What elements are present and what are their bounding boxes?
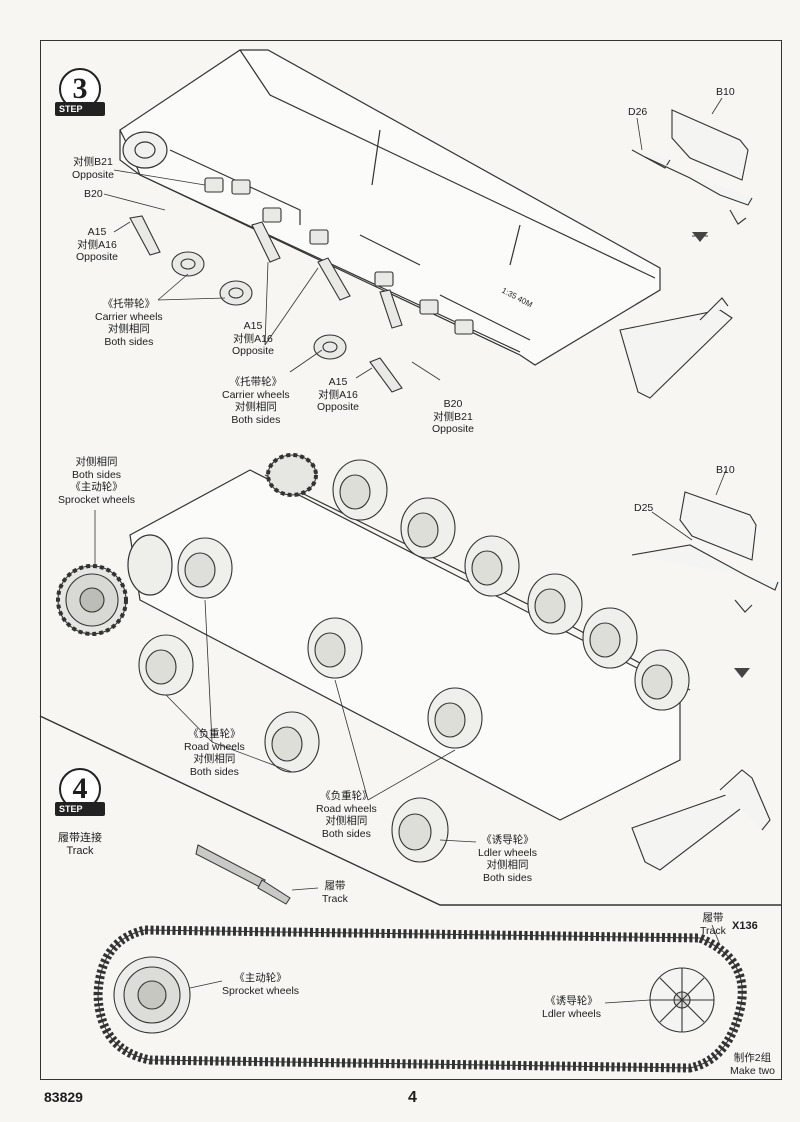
label-zh: 对侧相同 (325, 815, 368, 827)
label-en: Track (66, 844, 94, 857)
step-number: 3 (72, 72, 88, 105)
label-b20-top: B20 (84, 188, 103, 201)
step-label: STEP (55, 802, 105, 816)
label-code: D26 (628, 106, 648, 118)
label-d26: D26 (628, 106, 647, 119)
label-en: Both sides (482, 871, 532, 884)
label-zh: 对侧A16 (318, 388, 358, 401)
label-zh: 对侧相同 (486, 859, 529, 871)
label-code: X136 (732, 920, 758, 932)
label-track-count: X136 (732, 920, 758, 933)
label-b10-lower: B10 (716, 464, 735, 477)
label-en: Sprocket wheels (222, 984, 300, 997)
label-road-wheels-mid: 《负重轮》 Road wheels 对侧相同 Both sides (316, 790, 377, 840)
step-number: 4 (72, 772, 88, 805)
label-b20-bottom: B20 对侧B21 Opposite (432, 398, 474, 436)
label-a15-left: A15 对侧A16 Opposite (76, 226, 118, 264)
label-carrier-wheels-lower: 《托带轮》 Carrier wheels 对侧相同 Both sides (222, 376, 290, 426)
label-code: A15 (243, 320, 263, 332)
label-zh: 对侧相同 (193, 753, 236, 765)
label-zh: 《诱导轮》 (545, 995, 598, 1007)
step-label: STEP (55, 102, 105, 116)
label-d25: D25 (634, 502, 653, 515)
label-en: Both sides (231, 413, 281, 426)
label-zh: 对侧A16 (233, 332, 273, 345)
label-zh: 《托带轮》 (102, 298, 156, 310)
label-en: Opposite (76, 251, 119, 263)
step-3-badge: 3 STEP (55, 68, 109, 122)
label-zh: 《负重轮》 (320, 790, 373, 802)
label-zh: 《主动轮》 (70, 481, 123, 493)
label-en: Track (322, 892, 348, 905)
label-zh: 对侧A16 (77, 238, 117, 251)
label-en: Both sides (189, 765, 239, 778)
label-zh: 对侧相同 (234, 401, 277, 413)
label-en: Carrier wheels (95, 310, 163, 323)
label-code: B20 (84, 188, 103, 200)
label-en: Track (700, 924, 726, 937)
label-carrier-wheels-upper: 《托带轮》 Carrier wheels 对侧相同 Both sides (95, 298, 163, 348)
label-en: Both sides (72, 468, 122, 481)
product-code: 83829 (44, 1089, 83, 1105)
label-code: A15 (328, 376, 348, 388)
label-en: Make two (730, 1064, 775, 1077)
label-zh: 对侧B21 (433, 410, 473, 423)
label-en: Sprocket wheels (58, 493, 136, 506)
label-en: Carrier wheels (222, 388, 290, 401)
label-b10-top: B10 (716, 86, 735, 99)
label-a15-mid: A15 对侧A16 Opposite (232, 320, 274, 358)
label-zh: 对侧B21 (73, 156, 113, 168)
label-code: B10 (716, 86, 735, 98)
label-track-loop: 履带 Track (700, 912, 726, 937)
label-road-wheels-left: 《负重轮》 Road wheels 对侧相同 Both sides (184, 728, 245, 778)
label-zh: 《主动轮》 (234, 972, 287, 984)
label-en: Opposite (72, 168, 115, 181)
label-zh: 《托带轮》 (229, 376, 283, 388)
label-sprocket-in-track: 《主动轮》 Sprocket wheels (222, 972, 299, 997)
label-en: Both sides (321, 827, 371, 840)
label-zh: 履带连接 (58, 832, 102, 844)
page-frame (40, 40, 782, 1080)
label-en: Road wheels (316, 802, 377, 815)
label-en: Ldler wheels (542, 1007, 601, 1020)
page-number: 4 (408, 1089, 417, 1106)
label-zh: 履带 (702, 912, 724, 924)
label-make-two: 制作2组 Make two (730, 1052, 775, 1077)
label-en: Both sides (104, 335, 154, 348)
label-code: B10 (716, 464, 735, 476)
label-zh: 对侧相同 (107, 323, 150, 335)
label-en: Opposite (232, 345, 275, 357)
label-code: B20 (443, 398, 463, 410)
label-zh: 《诱导轮》 (481, 834, 534, 846)
label-code: A15 (87, 226, 107, 238)
label-zh: 履带 (324, 880, 346, 892)
label-track-small: 履带 Track (322, 880, 348, 905)
label-b21-top: 对侧B21 Opposite (72, 156, 114, 181)
label-sprocket-wheels: 对侧相同 Both sides 《主动轮》 Sprocket wheels (58, 456, 135, 506)
label-track-title: 履带连接 Track (58, 832, 102, 857)
label-idler-wheels: 《诱导轮》 Ldler wheels 对侧相同 Both sides (478, 834, 537, 884)
label-zh: 对侧相同 (75, 456, 118, 468)
label-en: Opposite (432, 423, 475, 435)
label-en: Road wheels (184, 740, 245, 753)
label-en: Ldler wheels (478, 846, 537, 859)
step-4-badge: 4 STEP (55, 768, 109, 822)
label-a15-right: A15 对侧A16 Opposite (317, 376, 359, 414)
label-code: D25 (634, 502, 654, 514)
label-idler-in-track: 《诱导轮》 Ldler wheels (542, 995, 601, 1020)
label-zh: 《负重轮》 (188, 728, 241, 740)
label-zh: 制作2组 (733, 1052, 772, 1064)
label-en: Opposite (317, 401, 360, 413)
